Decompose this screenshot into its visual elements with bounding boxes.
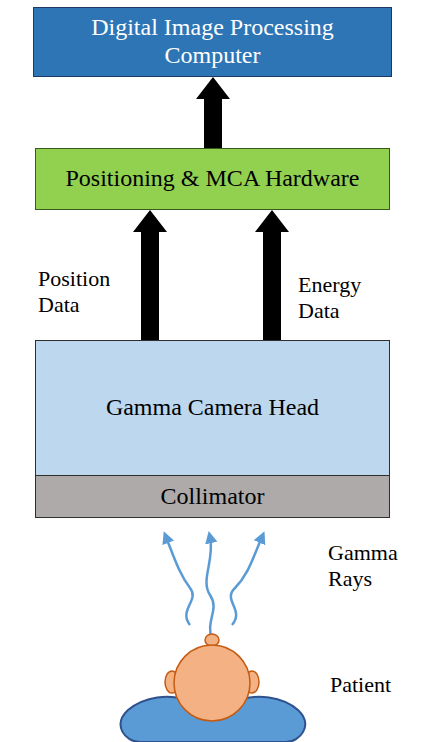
signal-label: Position Data [38, 266, 133, 319]
signal-label: Energy Data [298, 272, 393, 325]
node-label: Positioning & MCA Hardware [56, 161, 370, 197]
data-flow-arrow [196, 77, 230, 148]
computer-box: Digital Image Processing Computer [33, 7, 392, 77]
hardware-box: Positioning & MCA Hardware [35, 148, 390, 210]
gamma-ray [206, 537, 213, 640]
gamma-rays-label: Gamma Rays [328, 540, 418, 593]
patient-head [174, 645, 250, 721]
gamma-rays [166, 537, 262, 640]
node-label: Gamma Camera Head [96, 390, 329, 426]
patient-nose [205, 634, 219, 646]
patient-figure [121, 634, 305, 742]
node-label: Collimator [151, 479, 275, 515]
collimator-box: Collimator [35, 475, 390, 518]
camera-head-box: Gamma Camera Head [35, 340, 390, 476]
gamma-ray [231, 537, 262, 625]
data-flow-arrow [255, 210, 289, 340]
data-flow-arrow [133, 210, 167, 340]
patient-label: Patient [330, 672, 420, 698]
node-label: Digital Image Processing Computer [34, 10, 391, 73]
gamma-ray [166, 537, 193, 625]
